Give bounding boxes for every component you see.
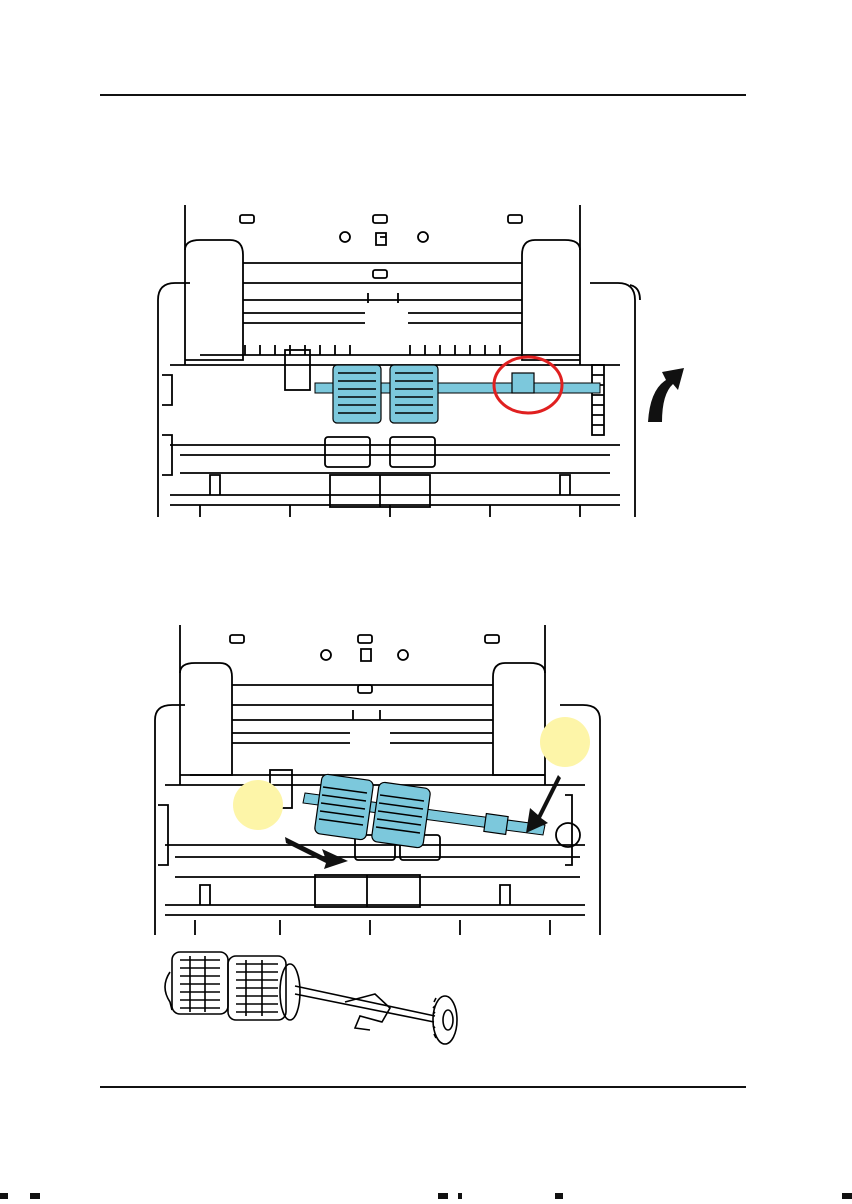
figure-1-roller-highlight [315, 365, 600, 423]
figure-2-scanner-roller-removal [140, 625, 610, 937]
arrow-down-left-icon [526, 775, 561, 833]
figure-2-marker-right [540, 717, 590, 767]
figure-2-marker-left [233, 780, 283, 830]
arrow-up-icon [640, 360, 690, 425]
figure-1-scanner-roller-open [140, 205, 690, 520]
arrow-down-right-icon [285, 837, 348, 869]
figure-3-drawing [150, 942, 470, 1047]
page-bottom-edge [0, 1186, 852, 1192]
footer-rule [100, 1086, 746, 1088]
header-rule [100, 94, 746, 96]
figure-1-drawing [140, 205, 690, 520]
figure-3-roller-assembly [150, 942, 470, 1047]
figure-2-drawing [140, 625, 610, 937]
